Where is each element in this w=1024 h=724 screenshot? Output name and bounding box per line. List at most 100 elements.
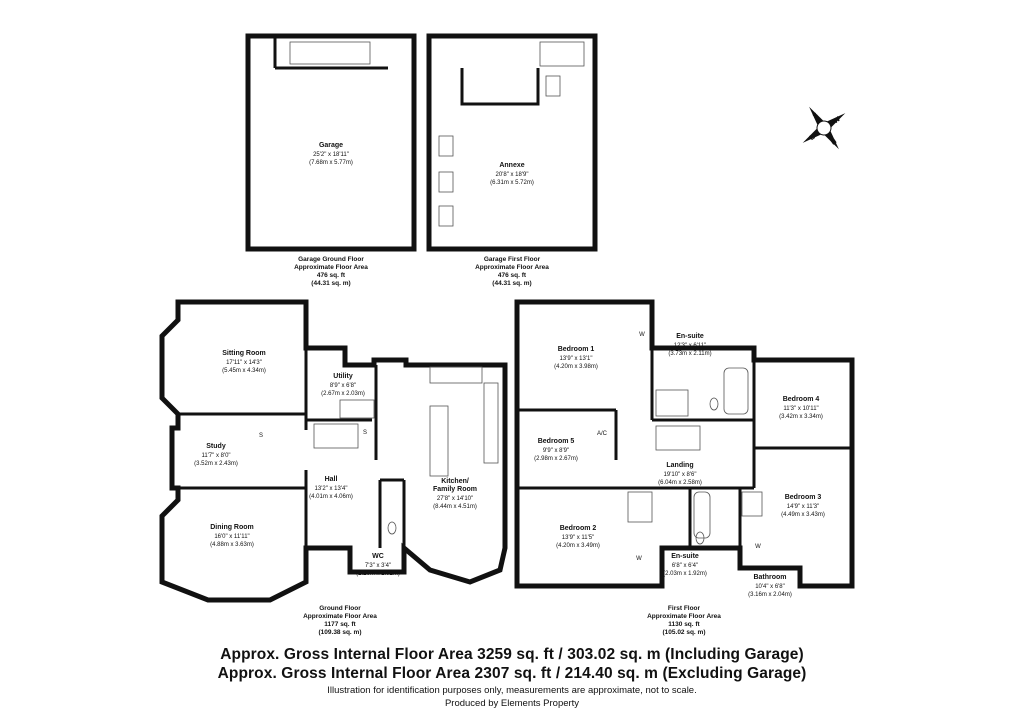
floor-subtitle: Approximate Floor Area — [303, 613, 377, 620]
room-name: En-suite — [671, 553, 699, 560]
room-dims: (3.16m x 2.04m) — [748, 592, 792, 598]
room-dims: 6'8" x 6'4" — [672, 563, 698, 569]
shower-tray — [655, 389, 689, 417]
room-dims: 20'8" x 18'9" — [496, 172, 529, 178]
skylight-icon — [438, 135, 454, 157]
room-dims: 11'3" x 10'11" — [783, 406, 818, 412]
room-dims: (3.73m x 2.11m) — [668, 351, 711, 357]
annexe-stair-wall — [460, 68, 540, 106]
compass-letter-s: S — [812, 112, 820, 121]
room-dims: (7.68m x 5.77m) — [309, 160, 353, 166]
airing-cupboard-label: A/C — [597, 431, 608, 437]
floor-title: Garage Ground Floor — [298, 256, 364, 263]
room-dims: 7'3" x 3'4" — [365, 563, 391, 569]
room-dims: (3.42m x 3.34m) — [779, 414, 823, 420]
floor-area-labels: Garage Ground Floor Approximate Floor Ar… — [294, 256, 721, 636]
producer-credit: Produced by Elements Property — [444, 698, 580, 709]
room-name: Dining Room — [210, 524, 254, 531]
utility-worktop — [339, 399, 375, 419]
room-dims: 17'11" x 14'3" — [226, 360, 262, 366]
skylight-icon — [438, 205, 454, 227]
room-name: Bedroom 2 — [560, 525, 597, 532]
floor-area-sqm: (44.31 sq. m) — [311, 280, 350, 287]
floor-area-sqft: 1177 sq. ft — [324, 621, 356, 628]
room-name: Family Room — [433, 486, 477, 493]
room-dims: 25'2" x 18'11" — [313, 152, 349, 158]
room-name: Bedroom 5 — [538, 438, 575, 445]
room-dims: 19'10" x 8'6" — [664, 472, 697, 478]
toilet-icon — [387, 521, 397, 535]
room-dims: 13'2" x 13'4" — [315, 486, 348, 492]
floor-area-sqft: 476 sq. ft — [317, 272, 346, 279]
room-name: Study — [206, 443, 226, 450]
shower-tray — [741, 491, 763, 517]
compass-icon: S N W E — [802, 106, 846, 150]
room-dims: (2.03m x 1.92m) — [663, 571, 707, 577]
room-dims: 10'4" x 6'8" — [755, 584, 785, 590]
walls — [159, 33, 855, 603]
wardrobe-label: W — [755, 544, 761, 550]
room-labels: Garage 25'2" x 18'11" (7.68m x 5.77m) An… — [194, 142, 825, 598]
wc-wall — [378, 478, 404, 548]
room-name: WC — [372, 553, 384, 560]
shower-tray — [627, 491, 653, 523]
stairs-icon — [313, 423, 359, 449]
floor-subtitle: Approximate Floor Area — [294, 264, 368, 271]
room-name: Bathroom — [753, 574, 786, 581]
floor-title: First Floor — [668, 605, 701, 612]
room-dims: (2.98m x 2.67m) — [534, 456, 578, 462]
room-dims: (6.31m x 5.72m) — [490, 180, 534, 186]
room-dims: (6.04m x 2.58m) — [658, 480, 702, 486]
total-area-including-garage: Approx. Gross Internal Floor Area 3259 s… — [220, 646, 804, 663]
room-dims: (4.01m x 4.06m) — [309, 494, 353, 500]
floor-title: Ground Floor — [319, 605, 361, 612]
wardrobe-label: W — [636, 556, 642, 562]
room-dims: 8'9" x 6'8" — [330, 383, 356, 389]
store-label: S — [363, 430, 367, 436]
room-name: Utility — [333, 373, 353, 380]
ground-floor-outline — [159, 299, 508, 603]
compass-letter-e: E — [809, 133, 817, 142]
room-dims: 27'8" x 14'10" — [437, 496, 473, 502]
room-dims: 16'0" x 11'11" — [214, 534, 249, 540]
room-name: Bedroom 4 — [783, 396, 820, 403]
floor-area-sqm: (109.38 sq. m) — [319, 629, 362, 636]
floor-area-sqm: (105.02 sq. m) — [663, 629, 706, 636]
floor-title: Garage First Floor — [484, 256, 541, 263]
room-dims: 14'9" x 11'3" — [787, 504, 819, 510]
room-dims: 9'9" x 8'9" — [543, 448, 569, 454]
skylight-icon — [545, 75, 561, 97]
room-dims: (2.67m x 2.03m) — [321, 391, 365, 397]
room-name: Landing — [666, 462, 693, 469]
room-name: Bedroom 1 — [558, 346, 595, 353]
bath-icon — [723, 367, 749, 415]
room-dims: (2.20m x 1.02m) — [356, 571, 400, 577]
fixtures — [289, 41, 763, 545]
stairs-icon — [289, 41, 371, 65]
room-name: Kitchen/ — [441, 478, 469, 485]
compass-letter-n: N — [830, 138, 838, 147]
total-area-excluding-garage: Approx. Gross Internal Floor Area 2307 s… — [217, 665, 807, 682]
floor-subtitle: Approximate Floor Area — [647, 613, 721, 620]
floor-subtitle: Approximate Floor Area — [475, 264, 549, 271]
room-name: Annexe — [499, 162, 524, 169]
room-dims: (4.49m x 3.43m) — [781, 512, 825, 518]
room-name: Hall — [325, 476, 338, 483]
floor-area-sqm: (44.31 sq. m) — [492, 280, 531, 287]
wardrobe-label: W — [639, 332, 645, 338]
room-dims: (4.20m x 3.49m) — [556, 543, 600, 549]
room-dims: 13'9" x 13'1" — [560, 356, 593, 362]
kitchen-worktop — [483, 382, 499, 464]
toilet-icon — [709, 397, 719, 411]
garage-outline — [245, 33, 417, 252]
skylight-icon — [438, 171, 454, 193]
room-dims: (3.52m x 2.43m) — [194, 461, 238, 467]
floor-area-sqft: 476 sq. ft — [498, 272, 527, 279]
room-name: Garage — [319, 142, 343, 149]
room-name: En-suite — [676, 333, 704, 340]
room-dims: (4.88m x 3.63m) — [210, 542, 254, 548]
kitchen-worktop — [429, 366, 483, 384]
room-dims: (5.45m x 4.34m) — [222, 368, 266, 374]
toilet-icon — [695, 531, 705, 545]
